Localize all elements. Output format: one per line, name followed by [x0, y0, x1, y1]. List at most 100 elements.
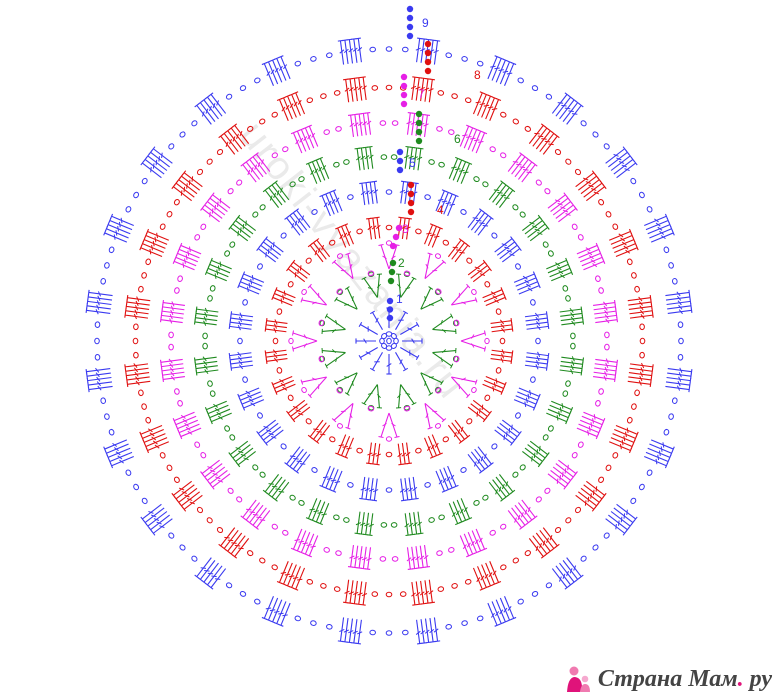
double-crochet-symbol: [148, 149, 170, 168]
double-crochet-symbol: [193, 356, 217, 363]
chain-stitch-symbol: [239, 85, 247, 92]
round-8-start-chain: [424, 67, 432, 75]
double-crochet-symbol: [386, 354, 392, 375]
round-1-label: 1: [396, 292, 403, 306]
chain-stitch-symbol: [476, 615, 484, 622]
chain-stitch-symbol: [207, 380, 213, 387]
round-4-group: [482, 287, 507, 306]
chain-stitch-symbol: [173, 199, 180, 206]
double-crochet-symbol: [85, 307, 111, 315]
chain-stitch-symbol: [229, 434, 236, 441]
round-8-group: [276, 91, 306, 121]
double-crochet-symbol: [665, 294, 691, 301]
double-crochet-symbol: [86, 303, 111, 310]
double-crochet-symbol: [351, 77, 359, 102]
round-9-group: [665, 289, 693, 315]
double-crochet-symbol: [126, 295, 151, 302]
chain-stitch-symbol: [306, 97, 314, 104]
chain-stitch-symbol: [206, 158, 213, 165]
round-9-start-chain: [406, 14, 414, 22]
chain-stitch-symbol: [500, 564, 507, 571]
double-crochet-symbol: [236, 214, 256, 232]
chain-stitch-symbol: [517, 77, 524, 84]
chain-stitch-symbol: [196, 168, 204, 176]
double-crochet-symbol: [504, 62, 517, 86]
double-crochet-symbol: [290, 528, 303, 551]
round-3-start-chain: [395, 224, 403, 232]
double-crochet-symbol: [404, 513, 411, 537]
round-4-group: [335, 223, 354, 248]
double-crochet-symbol: [513, 399, 536, 411]
double-crochet-symbol: [490, 357, 513, 364]
round-9-group: [85, 289, 113, 315]
double-crochet-symbol: [645, 217, 670, 231]
chain-stitch-symbol: [138, 389, 144, 397]
chain-stitch-symbol: [125, 206, 132, 213]
chain-stitch-symbol: [280, 232, 287, 239]
chain-stitch-symbol: [335, 550, 342, 556]
round-2-v-group: [432, 347, 459, 369]
chain-stitch-symbol: [138, 285, 144, 293]
double-crochet-symbol: [561, 319, 585, 326]
double-crochet-symbol: [447, 194, 459, 217]
chain-stitch-symbol: [369, 629, 376, 636]
double-crochet-symbol: [546, 412, 569, 425]
chain-stitch-symbol: [428, 517, 435, 523]
round-5-group: [524, 351, 550, 371]
round-6-group: [404, 511, 424, 537]
double-crochet-symbol: [665, 385, 691, 393]
double-crochet-symbol: [650, 439, 675, 452]
chain-stitch-symbol: [179, 131, 186, 138]
double-crochet-symbol: [577, 173, 599, 191]
round-7-group: [172, 242, 202, 271]
chain-stitch-symbol: [385, 46, 393, 52]
double-crochet-symbol: [144, 437, 168, 450]
chain-stitch-symbol: [200, 452, 207, 459]
chain-stitch-symbol: [320, 93, 327, 99]
chain-stitch-symbol: [646, 469, 653, 476]
round-6-group: [488, 474, 516, 502]
round-5-group: [467, 446, 494, 474]
chain-stitch-symbol: [333, 586, 341, 592]
chain-stitch-symbol: [347, 482, 354, 488]
round-7-group: [200, 459, 231, 490]
double-crochet-symbol: [274, 601, 287, 626]
chain-stitch-symbol: [668, 262, 674, 269]
round-6-label: 6: [454, 132, 461, 146]
double-crochet-symbol: [347, 580, 355, 605]
round-6-start-chain: [415, 119, 423, 127]
chain-stitch-symbol: [318, 319, 325, 327]
round-1-stitch: [369, 352, 383, 372]
double-crochet-symbol: [124, 312, 149, 320]
double-crochet-symbol: [499, 597, 513, 622]
chain-stitch-symbol: [335, 126, 342, 132]
double-crochet-symbol: [615, 245, 639, 258]
round-5-group: [359, 476, 379, 502]
double-crochet-symbol: [665, 381, 691, 388]
round-9-group: [551, 92, 584, 125]
double-crochet-symbol: [276, 98, 289, 121]
chain-stitch-symbol: [530, 299, 536, 306]
stitch-symbols: [85, 5, 693, 645]
site-logo: Страна Мам. ру: [563, 662, 772, 696]
chain-stitch-symbol: [100, 397, 107, 404]
round-5-group: [237, 271, 265, 295]
chain-stitch-symbol: [311, 209, 318, 215]
chain-stitch-symbol: [542, 434, 549, 441]
double-crochet-symbol: [507, 510, 524, 530]
double-crochet-symbol: [576, 427, 599, 440]
double-crochet-symbol: [487, 602, 500, 627]
round-5-label: 5: [409, 156, 416, 170]
chain-stitch-symbol: [500, 523, 507, 530]
round-3-v-group: [331, 252, 354, 280]
round-6-group: [193, 356, 219, 376]
double-crochet-symbol: [103, 439, 128, 452]
double-crochet-symbol: [629, 362, 654, 370]
double-crochet-symbol: [459, 535, 472, 558]
chain-stitch-symbol: [236, 496, 243, 503]
double-crochet-symbol: [182, 494, 203, 512]
chain-stitch-symbol: [305, 418, 312, 425]
chain-stitch-symbol: [385, 451, 393, 458]
chain-stitch-symbol: [428, 159, 435, 165]
